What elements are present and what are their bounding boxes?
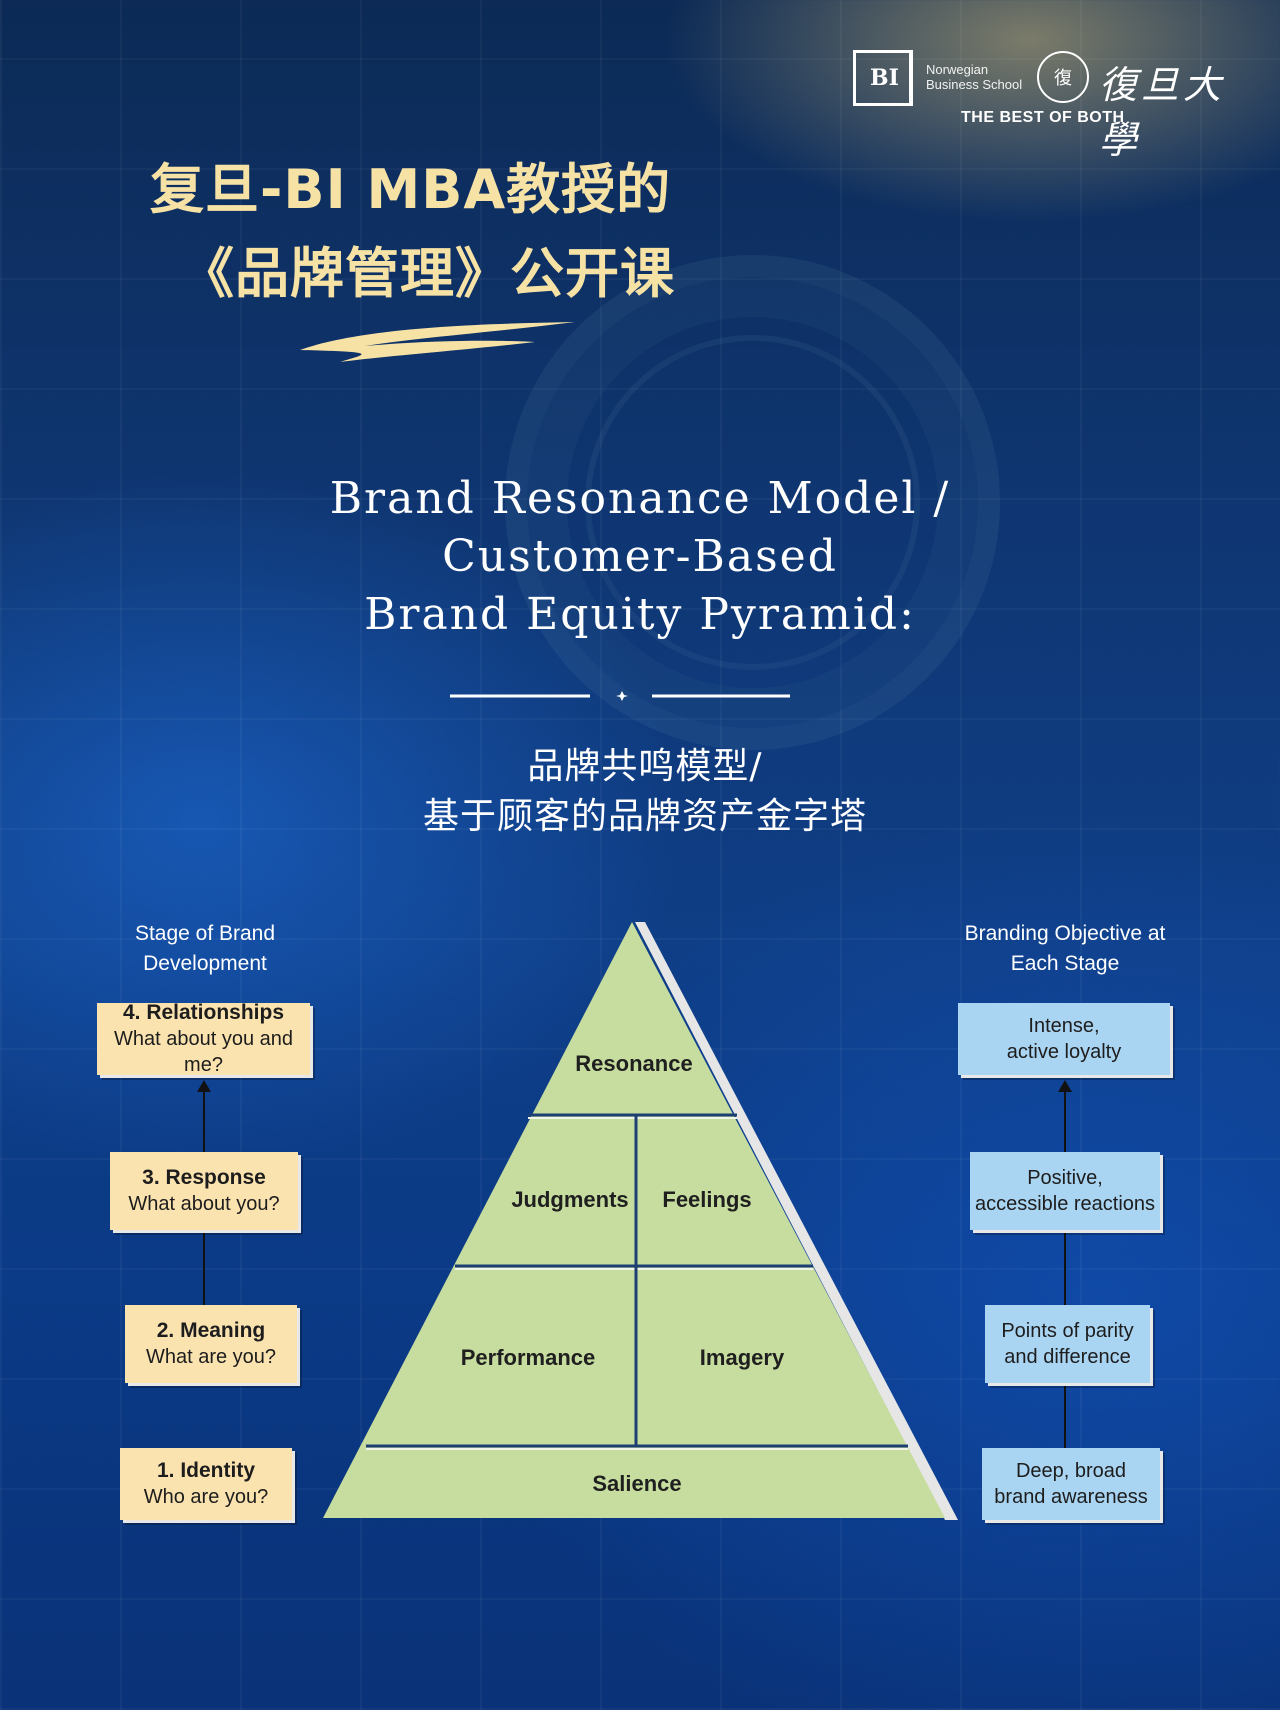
pyramid-shadow (635, 922, 958, 1520)
arrow-up-icon (1058, 1080, 1072, 1092)
pyramid-label-feelings: Feelings (662, 1187, 751, 1212)
pyramid-label-judgments: Judgments (511, 1187, 628, 1212)
stage-box-response: 3. Response What about you? (110, 1152, 298, 1230)
pyramid-label-salience: Salience (592, 1471, 681, 1496)
pyramid-label-performance: Performance (461, 1345, 596, 1370)
pyramid-label-resonance: Resonance (575, 1051, 692, 1076)
tagline: THE BEST OF BOTH (961, 109, 1125, 126)
pyramid-body (323, 922, 945, 1518)
left-column-header: Stage of Brand Development (134, 922, 276, 975)
subtitle-cn: 品牌共鸣模型/ 基于顾客的品牌资产金字塔 (422, 746, 867, 837)
bi-logo-text: BI (870, 65, 899, 91)
stage-box-relationships: 4. Relationships What about you and me? (97, 1001, 310, 1076)
header-logos: BI Norwegian Business School 復 復旦大學 THE … (853, 48, 1233, 162)
title-cn-line1: 复旦-BI MBA教授的 (150, 158, 672, 221)
title-cn-line2: 《品牌管理》公开课 (180, 242, 675, 305)
fudan-seal-inner-ring (585, 335, 920, 670)
pyramid-label-imagery: Imagery (700, 1345, 785, 1370)
objective-box-parity: Points of parity and difference (985, 1305, 1150, 1383)
fudan-university-name: 復旦大學 (1099, 63, 1226, 162)
brush-stroke-decoration (300, 322, 575, 362)
stage-box-meaning: 2. Meaning What are you? (125, 1305, 297, 1383)
bi-school-name: Norwegian Business School (926, 62, 1023, 92)
stage-box-identity: 1. Identity Who are you? (120, 1448, 292, 1520)
subtitle-en: Brand Resonance Model / Customer-Based B… (329, 473, 951, 640)
arrow-up-icon (197, 1080, 211, 1092)
objective-box-loyalty: Intense, active loyalty (958, 1003, 1170, 1075)
objective-box-awareness: Deep, broad brand awareness (982, 1448, 1160, 1520)
page-title-cn: 复旦-BI MBA教授的 《品牌管理》公开课 (150, 148, 675, 316)
bi-logo: BI (853, 50, 913, 106)
right-column-header: Branding Objective at Each Stage (964, 922, 1166, 975)
fudan-emblem-icon: 復 (1037, 51, 1089, 103)
title-divider (450, 691, 790, 701)
objective-connector-line (1064, 1092, 1066, 1452)
objective-box-reactions: Positive, accessible reactions (970, 1152, 1160, 1230)
